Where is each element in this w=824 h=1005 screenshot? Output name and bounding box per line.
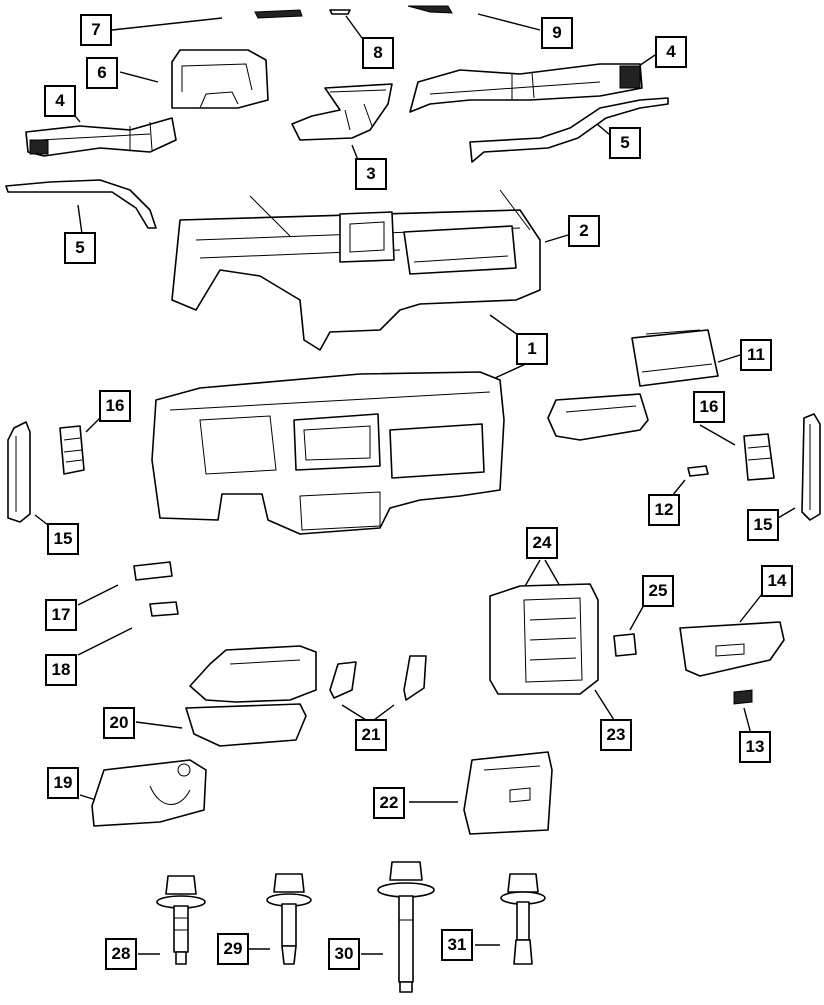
left-air-duct-part xyxy=(25,117,177,157)
top-tray-part xyxy=(547,393,649,441)
callout-15-left: 15 xyxy=(47,523,79,555)
callout-25: 25 xyxy=(642,575,674,607)
cross-car-beam-part xyxy=(171,189,541,351)
callout-5-left: 5 xyxy=(64,232,96,264)
callout-21: 21 xyxy=(355,719,387,751)
cluster-bezel-part xyxy=(171,49,269,109)
callout-7: 7 xyxy=(80,14,112,46)
instrument-panel-part xyxy=(151,371,505,535)
column-cover-part xyxy=(91,759,207,827)
knee-panel-lower-part xyxy=(185,703,307,747)
callout-29: 29 xyxy=(217,933,249,965)
left-demister-duct-part xyxy=(5,179,157,229)
callout-9: 9 xyxy=(541,17,573,49)
callout-8: 8 xyxy=(362,37,394,69)
glove-box-door-part xyxy=(679,621,785,677)
callout-13: 13 xyxy=(739,731,771,763)
callout-17: 17 xyxy=(45,599,77,631)
callout-11: 11 xyxy=(740,339,772,371)
callout-14: 14 xyxy=(761,565,793,597)
callout-6: 6 xyxy=(86,57,118,89)
right-demister-duct-part xyxy=(469,97,669,163)
callout-28: 28 xyxy=(105,938,137,970)
right-air-vent-part xyxy=(743,433,775,481)
callout-2: 2 xyxy=(568,215,600,247)
callout-5-right: 5 xyxy=(609,127,641,159)
callout-4-left: 4 xyxy=(44,85,76,117)
callout-23: 23 xyxy=(600,719,632,751)
callout-16-right: 16 xyxy=(693,391,725,423)
switch-part xyxy=(149,601,179,617)
glove-box-part xyxy=(463,751,553,835)
switch-bezel-part xyxy=(133,561,173,581)
bolt-28-part xyxy=(156,875,206,965)
callout-24: 24 xyxy=(526,527,558,559)
callout-19: 19 xyxy=(47,767,79,799)
callout-22: 22 xyxy=(373,787,405,819)
storage-bin-part xyxy=(631,329,719,387)
callout-12: 12 xyxy=(648,494,680,526)
bolt-30-part xyxy=(377,861,435,993)
small-clip-part xyxy=(687,465,709,477)
center-bracket-part xyxy=(291,83,393,141)
center-bezel-part xyxy=(489,583,599,695)
left-air-vent-part xyxy=(59,425,85,475)
callout-18: 18 xyxy=(45,654,77,686)
callout-4-right: 4 xyxy=(655,36,687,68)
knee-panel-upper-part xyxy=(189,645,317,703)
right-air-duct-part xyxy=(409,63,643,113)
bolt-31-part xyxy=(500,873,546,965)
callout-3: 3 xyxy=(355,158,387,190)
upper-trim-strips xyxy=(254,5,453,19)
bolt-29-part xyxy=(266,873,312,965)
small-cover-part xyxy=(613,633,637,657)
callout-1: 1 xyxy=(516,333,548,365)
callout-15-right: 15 xyxy=(747,509,779,541)
left-bracket-part xyxy=(329,661,357,699)
callout-20: 20 xyxy=(103,707,135,739)
latch-part xyxy=(733,689,753,705)
callout-30: 30 xyxy=(328,938,360,970)
right-end-cap-part xyxy=(801,413,821,521)
left-end-cap-part xyxy=(7,421,31,523)
callout-16-left: 16 xyxy=(99,390,131,422)
right-bracket-part xyxy=(403,655,427,701)
callout-31: 31 xyxy=(441,929,473,961)
